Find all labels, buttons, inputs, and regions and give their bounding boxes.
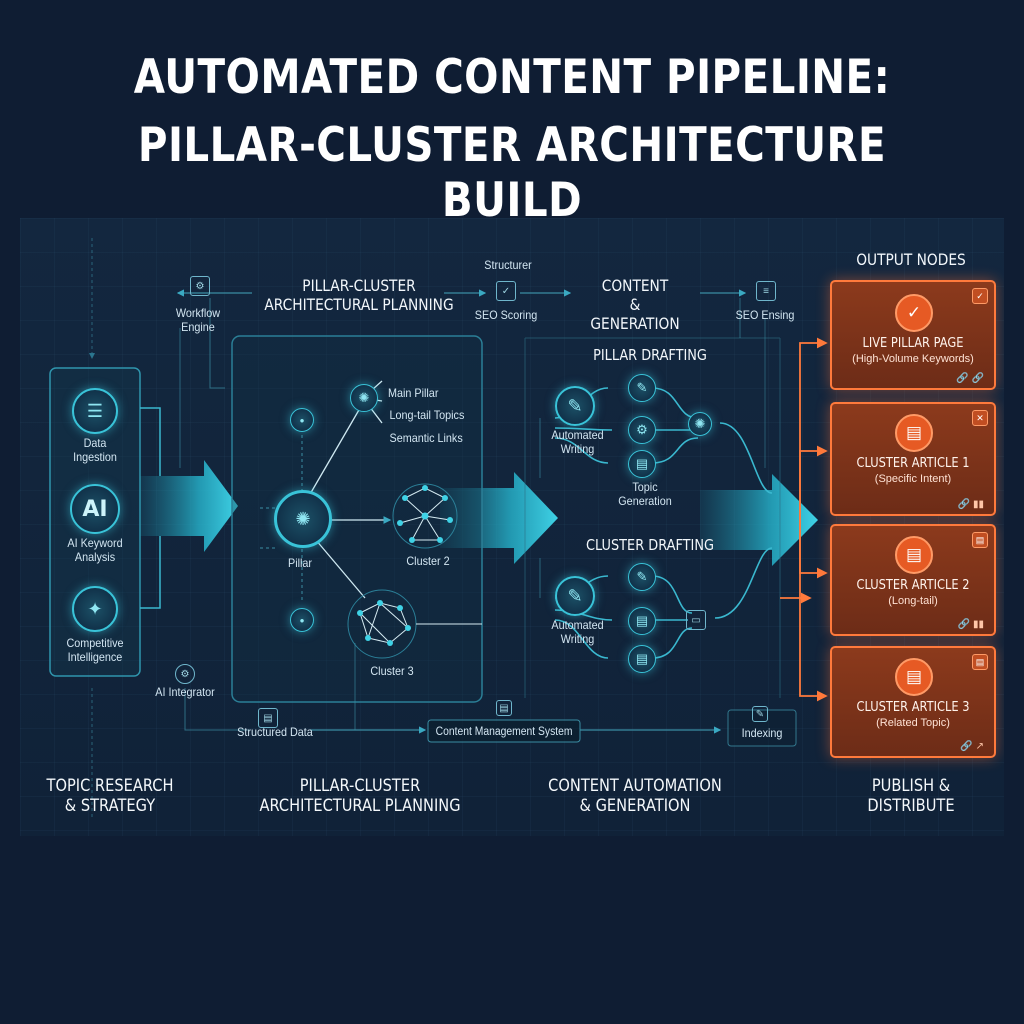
automated-writing-1-label: Automated Writing [544, 428, 612, 456]
doc-badge-icon: ▤ [972, 532, 988, 548]
indexing-label: Indexing [741, 726, 783, 740]
stage-automation-text: CONTENT AUTOMATION & GENERATION [548, 776, 722, 816]
title-line-1: AUTOMATED CONTENT PIPELINE: [133, 50, 891, 105]
topic-generation-label: Topic Generation [609, 480, 681, 508]
database-icon: ☰ [72, 388, 118, 434]
stage-planning-text: PILLAR-CLUSTER ARCHITECTURAL PLANNING [259, 776, 461, 816]
header-planning-text: PILLAR-CLUSTER ARCHITECTURAL PLANNING [264, 276, 454, 314]
pipeline-diagram: PILLAR-CLUSTER ARCHITECTURAL PLANNING CO… [20, 218, 1004, 836]
merge-node-icon: ✺ [688, 412, 712, 436]
node-top-icon: • [290, 408, 314, 432]
cms-label: Content Management System [435, 726, 573, 738]
pillar-hub-icon: ✺ [274, 490, 332, 548]
stage-automation: CONTENT AUTOMATION & GENERATION [545, 776, 726, 816]
stage-research-text: TOPIC RESEARCH & STRATEGY [46, 776, 174, 816]
stage-research: TOPIC RESEARCH & STRATEGY [41, 776, 179, 816]
main-pillar-node-icon: ✺ [350, 384, 378, 412]
header-cluster-drafting: CLUSTER DRAFTING [585, 536, 715, 554]
cluster-merge-icon: ▭ [686, 610, 706, 630]
indexing-box [727, 709, 797, 747]
link-icon: 🔗 🔗 [956, 373, 984, 384]
topic-generation-text: Topic Generation [618, 480, 672, 508]
automated-writing-icon: ✎ [555, 386, 595, 426]
cluster-doc-icon: ▤ [628, 607, 656, 635]
cluster-writing-icon: ✎ [555, 576, 595, 616]
output-title: LIVE PILLAR PAGE [862, 336, 964, 351]
cms-icon: ▤ [496, 700, 512, 716]
settings-icon: ⚙ [628, 416, 656, 444]
link-chart-icon: 🔗 ▮▮ [957, 619, 984, 630]
seo-ensing-label: SEO Ensing [735, 308, 795, 322]
stage-planning: PILLAR-CLUSTER ARCHITECTURAL PLANNING [257, 776, 463, 816]
output-title: CLUSTER ARTICLE 3 [856, 700, 970, 715]
document-icon: ▤ [895, 414, 933, 452]
data-ingestion-label: Data Ingestion [59, 436, 131, 464]
semantic-links-label: Semantic Links [389, 431, 463, 445]
workflow-engine-icon: ⚙ [190, 276, 210, 296]
title-line-2: PILLAR-CLUSTER ARCHITECTURE BUILD [137, 118, 887, 228]
drafting-outline [524, 337, 781, 698]
pillar-label: Pillar [287, 556, 312, 570]
output-subtitle: (Specific Intent) [874, 473, 952, 485]
structured-data-label: Structured Data [237, 725, 313, 739]
stage-publish-text: PUBLISH & DISTRIBUTE [867, 776, 955, 816]
ai-integrator-icon: ⚙ [175, 664, 195, 684]
node-bottom-icon: • [290, 608, 314, 632]
workflow-engine-text: Workflow Engine [175, 306, 221, 334]
automated-writing-2-label: Automated Writing [544, 618, 612, 646]
document-icon: ▤ [895, 658, 933, 696]
document-icon: ▤ [628, 450, 656, 478]
workflow-engine-label: Workflow Engine [162, 306, 234, 334]
seo-scoring-icon: ✓ [496, 281, 516, 301]
output-subtitle: (Long-tail) [888, 595, 938, 607]
link-chart-icon: 🔗 ▮▮ [957, 499, 984, 510]
output-card-cluster-2[interactable]: ▤ ▤ CLUSTER ARTICLE 2 (Long-tail) 🔗 ▮▮ [830, 524, 996, 636]
cms-box [427, 719, 581, 743]
output-subtitle: (Related Topic) [876, 717, 950, 729]
check-badge-icon: ✓ [972, 288, 988, 304]
seo-scoring-label: SEO Scoring [474, 308, 538, 322]
automated-writing-1-text: Automated Writing [551, 428, 604, 456]
ai-chip-icon: AI [70, 484, 120, 534]
header-generation-text: CONTENT & GENERATION [590, 276, 680, 333]
output-subtitle: (High-Volume Keywords) [852, 353, 974, 365]
flow-arrow-1 [140, 460, 238, 552]
link-trend-icon: 🔗 ↗ [960, 741, 984, 752]
seo-ensing-icon: ≡ [756, 281, 776, 301]
structured-data-icon: ▤ [258, 708, 278, 728]
cluster-file-icon: ▤ [628, 645, 656, 673]
automated-writing-2-text: Automated Writing [551, 618, 604, 646]
tool-badge-icon: ✕ [972, 410, 988, 426]
output-card-live-pillar[interactable]: ✓ ✓ LIVE PILLAR PAGE (High-Volume Keywor… [830, 280, 996, 390]
flow-arrow-2 [440, 472, 558, 564]
ai-keyword-text: AI Keyword Analysis [67, 536, 123, 564]
competitive-label: Competitive Intelligence [55, 636, 136, 664]
flow-arrow-3 [700, 474, 818, 566]
output-card-cluster-1[interactable]: ✕ ▤ CLUSTER ARTICLE 1 (Specific Intent) … [830, 402, 996, 516]
cluster-edit-icon: ✎ [628, 563, 656, 591]
data-ingestion-text: Data Ingestion [73, 436, 117, 464]
cluster-3-label: Cluster 3 [370, 664, 414, 678]
ai-keyword-label: AI Keyword Analysis [55, 536, 136, 564]
header-pillar-drafting: PILLAR DRAFTING [593, 346, 707, 364]
competitive-text: Competitive Intelligence [66, 636, 124, 664]
output-title: CLUSTER ARTICLE 2 [856, 578, 970, 593]
edit-icon: ✎ [628, 374, 656, 402]
lightbulb-icon: ✦ [72, 586, 118, 632]
checkmark-icon: ✓ [895, 294, 933, 332]
main-pillar-label: Main Pillar [388, 386, 439, 400]
header-generation: CONTENT & GENERATION [583, 276, 686, 333]
doc-badge-icon: ▤ [972, 654, 988, 670]
ai-integrator-label: AI Integrator [155, 685, 215, 699]
indexing-icon: ✎ [752, 706, 768, 722]
long-tail-label: Long-tail Topics [389, 408, 465, 422]
header-planning: PILLAR-CLUSTER ARCHITECTURAL PLANNING [260, 276, 458, 314]
structurer-label: Structurer [484, 258, 532, 272]
document-icon: ▤ [895, 536, 933, 574]
output-title: CLUSTER ARTICLE 1 [856, 456, 970, 471]
output-card-cluster-3[interactable]: ▤ ▤ CLUSTER ARTICLE 3 (Related Topic) 🔗 … [830, 646, 996, 758]
stage-publish: PUBLISH & DISTRIBUTE [841, 776, 980, 816]
cluster-2-label: Cluster 2 [406, 554, 450, 568]
header-output-nodes: OUTPUT NODES [856, 250, 966, 269]
